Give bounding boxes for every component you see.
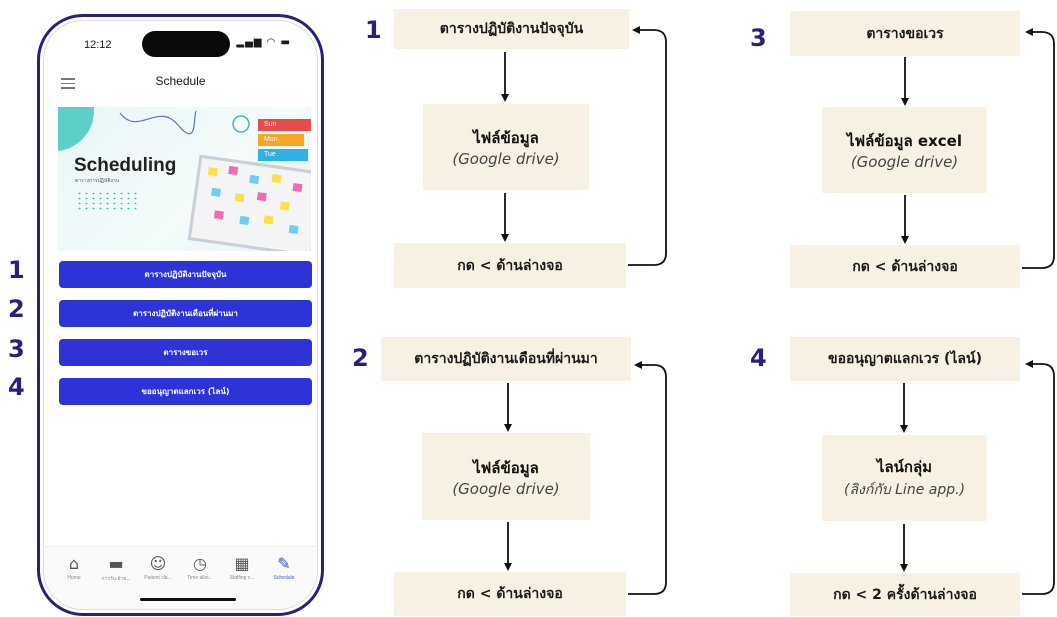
tab-staffing[interactable]: ▦ Staffing c... [222, 554, 262, 582]
home-icon: ⌂ [68, 554, 80, 573]
flow-1-bottom-label: กด < ด้านล่างจอ [457, 257, 563, 274]
flow-4-middle-title: ไลน์กลุ่ม [876, 458, 933, 476]
flow-2-middle-box: ไฟล์ข้อมูล (Google drive) [422, 433, 590, 520]
hamburger-menu-icon[interactable] [61, 78, 75, 89]
flow-4-bottom-box: กด < 2 ครั้งด้านล่างจอ [790, 573, 1020, 616]
bed-icon: ▬ [108, 554, 124, 573]
bottom-tab-bar: ⌂ Home ▬ การรับ-ย้าย... ☺ Patient cla...… [44, 546, 317, 609]
flow-1-header-label: ตารางปฏิบัติงานปัจจุบัน [439, 21, 584, 37]
tab-patient-classification[interactable]: ☺ Patient cla... [138, 554, 178, 582]
flow-4-middle-box: ไลน์กลุ่ม (ลิงก์กับ Line app.) [822, 435, 987, 521]
menu-button-last-month-schedule[interactable]: ตารางปฏิบัติงานเดือนที่ผ่านมา [59, 300, 312, 327]
phone-mockup: 12:12 ▂▄▆ ◠ ▬ Schedule Scheduling ตารางก… [37, 14, 324, 616]
flow-4-header-box: ขออนุญาตแลกเวร (ไลน์) [790, 337, 1020, 381]
flow-1-header-box: ตารางปฏิบัติงานปัจจุบัน [394, 9, 629, 49]
flow-3-middle-title: ไฟล์ข้อมูล excel [847, 132, 962, 150]
decor-dots [76, 191, 138, 211]
flow-2-bottom-box: กด < ด้านล่างจอ [394, 572, 626, 616]
flow-3-loop-arrow [1022, 28, 1055, 269]
tab-time-allotment[interactable]: ◷ Time allot... [180, 554, 220, 582]
menu-button-shift-swap[interactable]: ขออนุญาตแลกเวร (ไลน์) [59, 378, 312, 405]
menu-button-shift-request[interactable]: ตารางขอเวร [59, 339, 312, 366]
flow-4-loop-arrow [1022, 360, 1055, 595]
screen-title: Schedule [155, 74, 206, 88]
flow-3-bottom-box: กด < ด้านล่างจอ [790, 245, 1020, 288]
day-tag-tue: Tue [258, 149, 308, 161]
flow-3-header-label: ตารางขอเวร [866, 25, 944, 42]
tab-label: Patient cla... [144, 575, 172, 581]
tab-label: การรับ-ย้าย... [101, 576, 131, 582]
tab-admission[interactable]: ▬ การรับ-ย้าย... [96, 555, 136, 583]
flow-1-middle-box: ไฟล์ข้อมูล (Google drive) [423, 104, 589, 190]
menu-button-current-schedule[interactable]: ตารางปฏิบัติงานปัจจุบัน [59, 261, 312, 288]
status-time: 12:12 [84, 39, 112, 51]
tab-label: Staffing c... [229, 575, 255, 581]
flow-4-header-label: ขออนุญาตแลกเวร (ไลน์) [828, 351, 982, 367]
tab-schedule[interactable]: ✎ Schedule [264, 554, 304, 582]
flow-3-bottom-label: กด < ด้านล่างจอ [852, 258, 958, 275]
clock-icon: ◷ [193, 554, 207, 573]
banner-title: Scheduling [74, 155, 177, 176]
flow-2-middle-title: ไฟล์ข้อมูล [473, 458, 539, 477]
day-tag-mon: Mon [258, 134, 304, 146]
scheduling-banner-image: Scheduling ตารางการปฏิบัติงาน Sun Mon Tu… [58, 107, 311, 251]
flow-3-middle-box: ไฟล์ข้อมูล excel (Google drive) [822, 107, 987, 193]
flow-1-middle-subtitle: (Google drive) [452, 150, 560, 168]
flow-1-loop-arrow [628, 26, 667, 266]
flow-2-number: 2 [352, 344, 369, 372]
flow-4-middle-subtitle: (ลิงก์กับ Line app.) [843, 482, 966, 498]
flow-4-bottom-label: กด < 2 ครั้งด้านล่างจอ [833, 586, 977, 603]
dynamic-island [142, 31, 230, 57]
flow-1-number: 1 [365, 16, 382, 44]
flow-3-header-box: ตารางขอเวร [790, 11, 1020, 56]
home-indicator [140, 598, 236, 601]
flow-2-loop-arrow [628, 361, 667, 595]
flow-1-middle-title: ไฟล์ข้อมูล [473, 129, 539, 147]
flow-1-bottom-box: กด < ด้านล่างจอ [394, 243, 626, 288]
side-number-3: 3 [8, 335, 25, 363]
status-icons: ▂▄▆ ◠ ▬ [236, 37, 291, 48]
flow-3-middle-subtitle: (Google drive) [850, 153, 959, 171]
flow-2-header-label: ตารางปฏิบัติงานเดือนที่ผ่านมา [414, 351, 598, 367]
tab-label: Time allot... [187, 575, 213, 581]
day-tag-sun: Sun [258, 119, 311, 131]
side-number-1: 1 [8, 256, 25, 284]
phone-screen: 12:12 ▂▄▆ ◠ ▬ Schedule Scheduling ตารางก… [43, 20, 318, 610]
side-number-2: 2 [8, 295, 25, 323]
flow-2-bottom-label: กด < ด้านล่างจอ [457, 586, 563, 602]
schedule-icon: ✎ [277, 554, 291, 573]
flow-3-number: 3 [750, 24, 767, 52]
tab-label: Home [67, 575, 81, 581]
side-number-4: 4 [8, 373, 25, 401]
banner-subtitle: ตารางการปฏิบัติงาน [75, 178, 120, 184]
tab-home[interactable]: ⌂ Home [54, 554, 94, 582]
decor-circle [232, 115, 250, 133]
flow-2-middle-subtitle: (Google drive) [452, 479, 560, 498]
flow-4-number: 4 [750, 344, 767, 372]
flow-2-header-box: ตารางปฏิบัติงานเดือนที่ผ่านมา [381, 337, 631, 381]
decor-squiggle [119, 110, 197, 135]
calculator-icon: ▦ [234, 554, 250, 573]
tab-label: Schedule [273, 575, 295, 581]
patient-icon: ☺ [149, 554, 167, 573]
